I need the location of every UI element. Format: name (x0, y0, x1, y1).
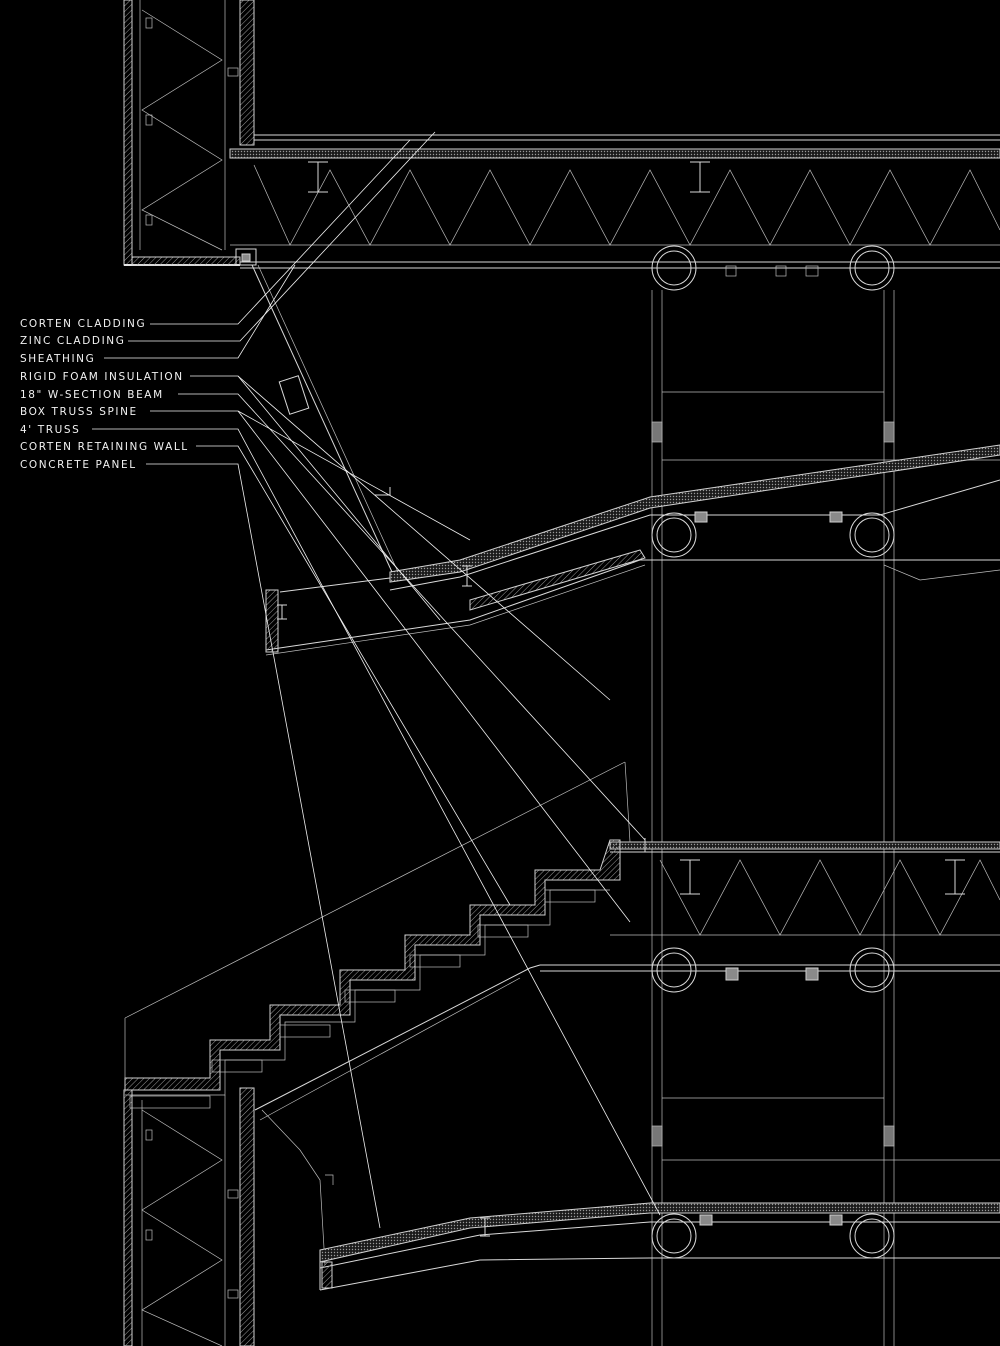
label-truss: 4' TRUSS (20, 424, 80, 436)
label-box-truss-spine: BOX TRUSS SPINE (20, 406, 138, 418)
label-rigid-foam-insulation: RIGID FOAM INSULATION (20, 371, 184, 383)
label-concrete-panel: CONCRETE PANEL (20, 459, 137, 471)
label-w-section-beam: 18" W-SECTION BEAM (20, 389, 164, 401)
bottom-ramp (319, 1202, 1000, 1291)
spine-verticals (651, 290, 1000, 1346)
stair-steps (124, 839, 621, 1109)
label-zinc-cladding: ZINC CLADDING (20, 335, 125, 347)
lower-volume (123, 761, 1000, 1346)
upper-volume (123, 0, 1000, 291)
middle-ramp (251, 264, 1000, 656)
label-corten-cladding: CORTEN CLADDING (20, 318, 146, 330)
label-sheathing: SHEATHING (20, 353, 95, 365)
label-corten-retaining-wall: CORTEN RETAINING WALL (20, 441, 189, 453)
leader-lines (92, 131, 661, 1229)
callout-labels: CORTEN CLADDING ZINC CLADDING SHEATHING … (20, 318, 189, 471)
